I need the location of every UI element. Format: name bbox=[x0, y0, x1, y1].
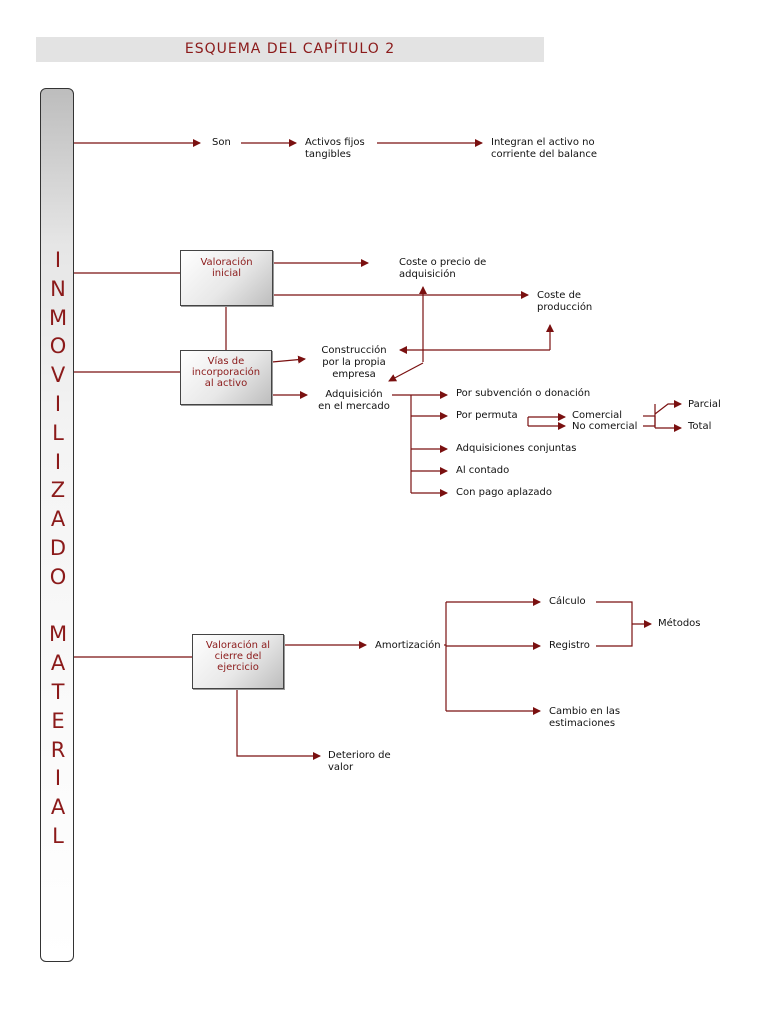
box-vias-incorporacion: Vías de incorporación al activo bbox=[180, 350, 272, 405]
arrow-to-construccion bbox=[271, 355, 306, 364]
side-title-letter: I bbox=[54, 392, 62, 416]
arrow-to-deterioro bbox=[236, 689, 321, 760]
side-title-letter: I bbox=[54, 449, 62, 474]
arrow-to-parcial bbox=[654, 400, 682, 415]
label-comercial: Comercial bbox=[572, 410, 623, 421]
arrow-to-adquisicion-diag bbox=[388, 362, 424, 382]
side-title-letter: L bbox=[52, 824, 64, 848]
side-title-letter: R bbox=[50, 737, 66, 762]
side-title-letter: M bbox=[48, 305, 68, 330]
box-valoracion-cierre: Valoración al cierre del ejercicio bbox=[192, 634, 284, 689]
line-no-comercial-join bbox=[643, 416, 656, 427]
side-title-letter: N bbox=[50, 276, 66, 301]
label-activos-fijos: Activos fijos tangibles bbox=[305, 137, 365, 160]
side-title-letter: A bbox=[50, 651, 66, 676]
box-vias-incorporacion-label: Vías de incorporación al activo bbox=[191, 356, 261, 389]
label-coste-adquisicion: Coste o precio de adquisición bbox=[399, 257, 487, 280]
side-title-letter: A bbox=[50, 795, 66, 820]
label-contado: Al contado bbox=[456, 465, 510, 476]
label-metodos: Métodos bbox=[658, 618, 701, 629]
label-son: Son bbox=[212, 137, 231, 148]
label-subvencion: Por subvención o donación bbox=[456, 388, 591, 399]
side-title-letter: I bbox=[54, 248, 62, 272]
side-title-letter: T bbox=[51, 680, 65, 704]
side-title-letter: O bbox=[49, 334, 67, 359]
side-title-letter: Z bbox=[50, 478, 66, 503]
label-calculo: Cálculo bbox=[549, 596, 586, 607]
side-title-bar bbox=[40, 88, 74, 962]
side-title-letter: V bbox=[50, 363, 66, 388]
box-valoracion-inicial: Valoración inicial bbox=[180, 250, 273, 306]
label-no-comercial: No comercial bbox=[572, 421, 638, 432]
page-title: ESQUEMA DEL CAPÍTULO 2 bbox=[36, 37, 544, 62]
label-registro: Registro bbox=[549, 640, 590, 651]
side-title-letter: L bbox=[52, 420, 64, 445]
line-calculo-registro-join bbox=[596, 601, 633, 647]
label-permuta: Por permuta bbox=[456, 410, 518, 421]
label-coste-produccion: Coste de producción bbox=[537, 290, 593, 313]
box-valoracion-inicial-label: Valoración inicial bbox=[200, 257, 253, 279]
label-total: Total bbox=[688, 421, 712, 432]
label-adquisicion-mercado: Adquisición en el mercado bbox=[318, 389, 390, 412]
label-amortizacion: Amortización bbox=[375, 640, 441, 651]
label-integran: Integran el activo no corriente del bala… bbox=[491, 137, 598, 160]
side-title-letter: I bbox=[54, 766, 62, 791]
label-construccion: Construcción por la propia empresa bbox=[321, 345, 387, 380]
side-title-letter: M bbox=[48, 622, 68, 647]
label-cambio: Cambio en las estimaciones bbox=[549, 706, 621, 729]
side-title-letter: D bbox=[49, 536, 67, 560]
box-valoracion-cierre-label: Valoración al cierre del ejercicio bbox=[205, 640, 271, 673]
side-title-letter: E bbox=[51, 708, 65, 733]
side-title-letter: A bbox=[50, 507, 66, 532]
label-parcial: Parcial bbox=[688, 399, 721, 410]
label-deterioro: Deterioro de valor bbox=[328, 750, 391, 773]
label-conjuntas: Adquisiciones conjuntas bbox=[456, 443, 577, 454]
side-title-letter: O bbox=[49, 564, 67, 589]
label-aplazado: Con pago aplazado bbox=[456, 487, 552, 498]
